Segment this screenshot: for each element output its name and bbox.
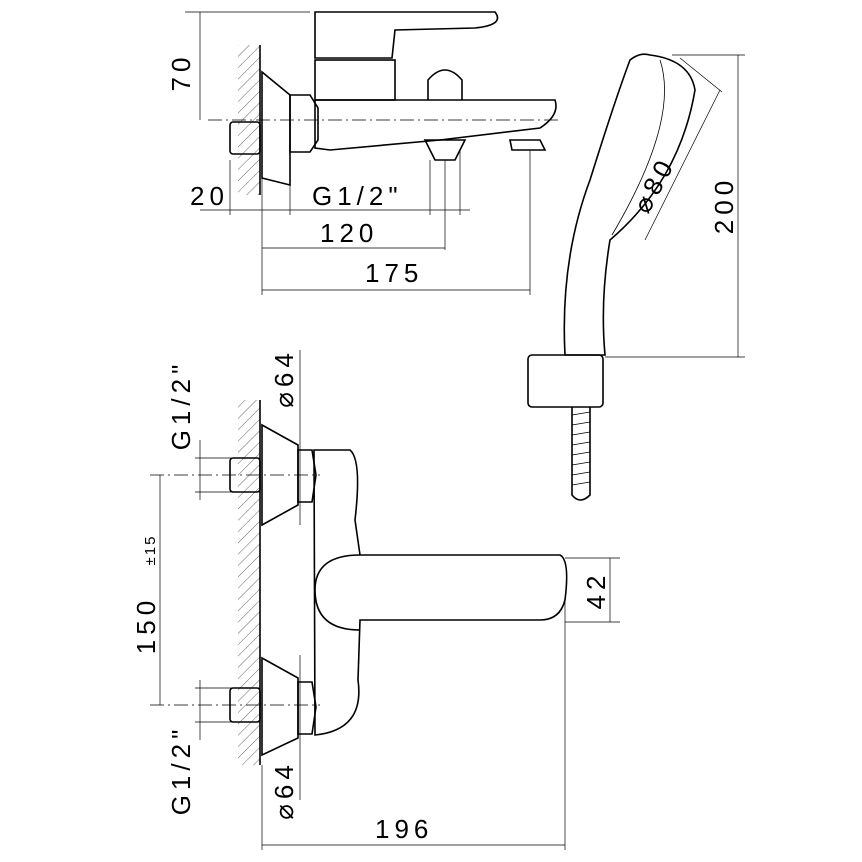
lever: [314, 11, 499, 59]
dim-thread-label: G1/2": [312, 181, 403, 211]
total-depth-label: 196: [375, 814, 433, 844]
inlet-stub: [229, 121, 261, 155]
flange-top-label: ⌀64: [269, 348, 299, 408]
thread-top-label: G1/2": [166, 360, 196, 451]
thread-bottom-label: G1/2": [166, 725, 196, 816]
side-view-mixer: 70 20 G1/2" 120 175: [166, 11, 560, 295]
nut: [289, 94, 319, 153]
wall-hatch: [238, 45, 260, 195]
flange-top: [261, 423, 299, 527]
cartridge: [314, 59, 396, 101]
hand-shower: ⌀80 200: [527, 53, 745, 501]
flange: [261, 70, 291, 187]
dim-height-label: 70: [166, 53, 196, 92]
flange-bottom: [261, 656, 299, 757]
diverter-knob: [427, 69, 463, 100]
dim-wall-label: 20: [190, 181, 229, 211]
wall-hatch: [238, 400, 260, 765]
dim-175-label: 175: [365, 258, 423, 288]
shower-holder: [527, 354, 604, 408]
mixer-body: [313, 449, 568, 736]
dim-120-label: 120: [320, 218, 378, 248]
dim-line-80: [644, 89, 721, 241]
center-distance-label: 150: [131, 596, 161, 654]
center-tolerance-label: ±15: [142, 535, 159, 566]
lever-front: [314, 554, 361, 631]
body-spout: [314, 99, 557, 151]
hose: [571, 407, 591, 501]
flange-bottom-label: ⌀64: [269, 760, 299, 820]
front-view-mixer: G1/2" ⌀64 150 ±15 42 G1/2" ⌀64 196: [131, 348, 620, 850]
spout-tip: [509, 139, 547, 151]
outlet-aerator: [423, 139, 467, 161]
dim-length-label: 200: [709, 176, 739, 234]
lever-height-label: 42: [581, 571, 611, 610]
